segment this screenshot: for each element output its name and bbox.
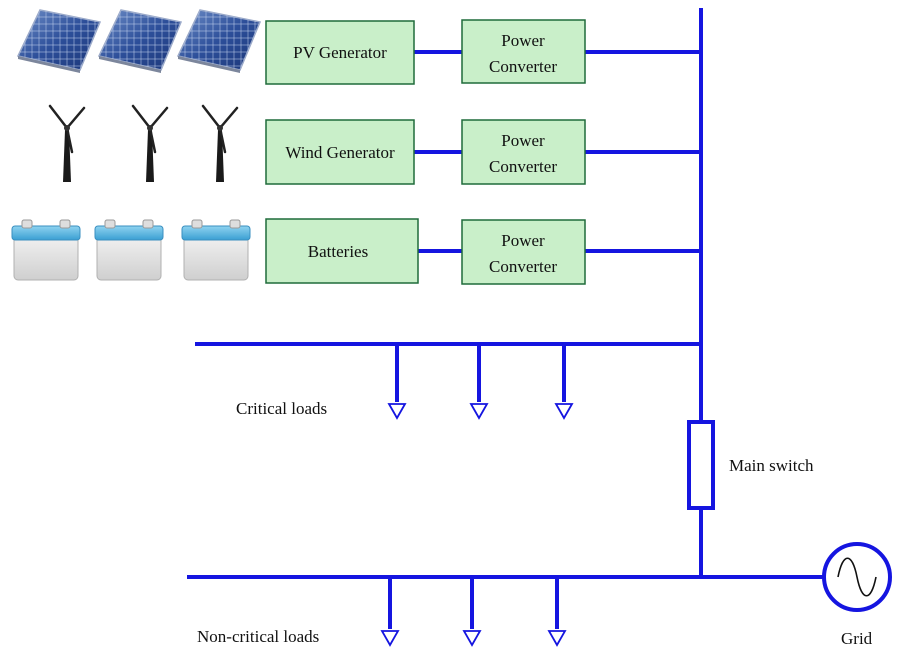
wind-turbine-icon bbox=[131, 104, 169, 184]
converter-label-line2: Converter bbox=[489, 157, 557, 176]
wind-turbine-icons bbox=[48, 104, 239, 184]
battery-icon bbox=[181, 219, 251, 281]
wind-generator-box: Wind Generator bbox=[265, 119, 415, 185]
main-switch bbox=[687, 420, 715, 510]
battery-icon bbox=[11, 219, 81, 281]
main-switch-label: Main switch bbox=[729, 456, 814, 475]
converter-label-line2: Converter bbox=[489, 257, 557, 276]
load-arrow-icon bbox=[388, 403, 406, 419]
wind-turbine-icon bbox=[201, 104, 239, 184]
load-arrow-icon bbox=[463, 630, 481, 646]
critical-loads-label: Critical loads bbox=[236, 399, 327, 418]
critical-load-arrows bbox=[388, 403, 573, 419]
wind-power-converter-box: Power Converter bbox=[461, 119, 586, 185]
grid-label: Grid bbox=[841, 629, 873, 648]
batteries-box: Batteries bbox=[265, 218, 419, 284]
converter-label-line1: Power bbox=[501, 31, 545, 50]
pv-generator-box: PV Generator bbox=[265, 20, 415, 85]
solar-panel-icon bbox=[177, 9, 261, 74]
converter-label-line1: Power bbox=[501, 231, 545, 250]
bus-lines bbox=[187, 8, 824, 629]
solar-panel-icon bbox=[17, 9, 101, 74]
wind-turbine-icon bbox=[48, 104, 86, 184]
batteries-label: Batteries bbox=[308, 242, 368, 261]
pv-generator-label: PV Generator bbox=[293, 43, 387, 62]
pv-power-converter-box: Power Converter bbox=[461, 19, 586, 84]
battery-power-converter-box: Power Converter bbox=[461, 219, 586, 285]
converter-label-line2: Converter bbox=[489, 57, 557, 76]
battery-icon bbox=[94, 219, 164, 281]
load-arrow-icon bbox=[555, 403, 573, 419]
non-critical-load-arrows bbox=[381, 630, 566, 646]
sine-wave-icon bbox=[837, 557, 877, 597]
load-arrow-icon bbox=[381, 630, 399, 646]
wind-generator-label: Wind Generator bbox=[285, 143, 395, 162]
solar-panel-icons bbox=[17, 9, 261, 74]
non-critical-loads-label: Non-critical loads bbox=[197, 627, 319, 646]
load-arrow-icon bbox=[548, 630, 566, 646]
battery-icons bbox=[11, 219, 251, 281]
grid-source bbox=[822, 542, 892, 612]
load-arrow-icon bbox=[470, 403, 488, 419]
converter-label-line1: Power bbox=[501, 131, 545, 150]
solar-panel-icon bbox=[98, 9, 182, 74]
